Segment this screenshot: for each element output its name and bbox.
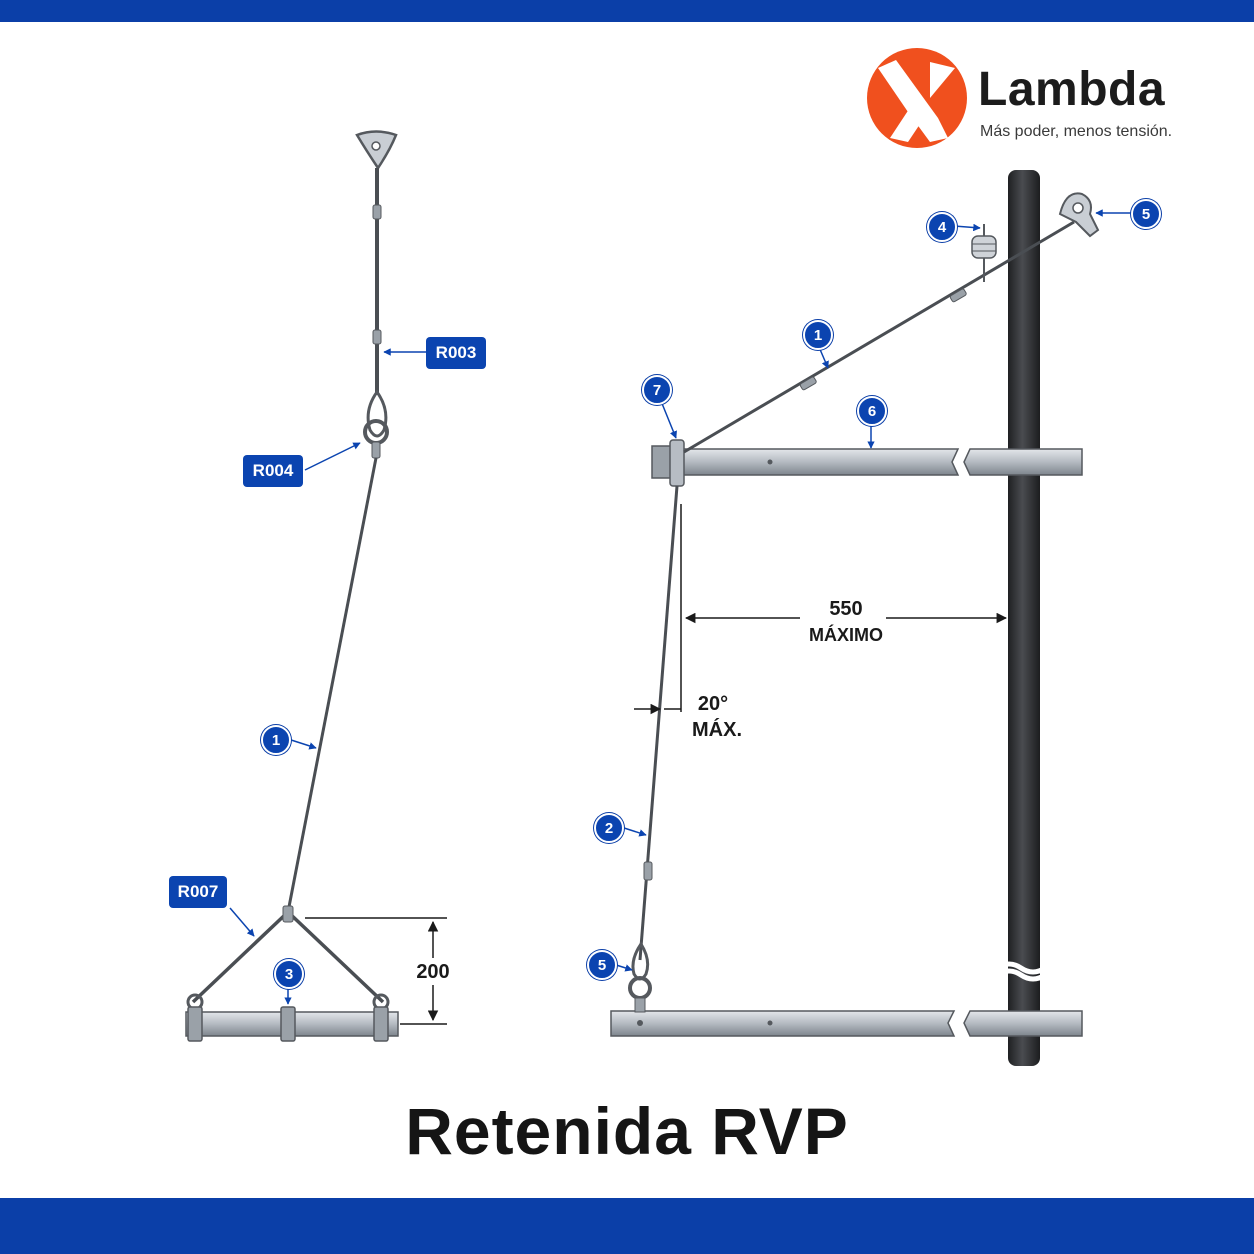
lower-crossarm <box>610 1010 956 1037</box>
top-color-band <box>0 0 1254 22</box>
number-badge-3-left: 3 <box>274 959 304 989</box>
bottom-color-band <box>0 1198 1254 1254</box>
thimble-loop <box>366 389 388 438</box>
brand-block: Lambda Más poder, menos tensión. <box>866 46 1196 156</box>
dimension-200: 200 <box>416 961 450 983</box>
number-badge-4-right: 4 <box>927 212 957 242</box>
number-badge-6-right: 6 <box>857 396 887 426</box>
left-guy-assembly <box>185 130 447 1042</box>
vertical-guy-cable <box>638 485 679 961</box>
number-badge-2-right: 2 <box>594 813 624 843</box>
lower-eye-nut <box>628 976 652 1000</box>
number-badge-5-top: 5 <box>1131 199 1161 229</box>
tag-r007: R007 <box>169 876 227 908</box>
tag-r003: R003 <box>426 337 486 369</box>
number-badge-1-right: 1 <box>803 320 833 350</box>
page-title: Retenida RVP <box>405 1094 849 1168</box>
number-badge-7-right: 7 <box>642 375 672 405</box>
angle-value: 20° <box>697 693 729 715</box>
dimension-550-label: MÁXIMO <box>809 625 883 645</box>
brand-tagline: Más poder, menos tensión. <box>980 123 1173 140</box>
diagonal-guy-cable <box>683 220 1075 454</box>
strain-insulator <box>971 224 997 282</box>
pole-eye-fitting <box>1058 192 1100 238</box>
angle-label: MÁX. <box>692 719 742 741</box>
upper-crossarm <box>654 448 960 476</box>
lambda-logo-icon <box>867 48 967 148</box>
brand-name: Lambda <box>978 63 1166 116</box>
dimension-550-value: 550 <box>829 598 863 620</box>
guy-cable-left <box>286 457 378 913</box>
right-guy-assembly <box>610 170 1132 1066</box>
pole <box>1008 170 1040 1066</box>
number-badge-5-bottom: 5 <box>587 950 617 980</box>
tag-r004: R004 <box>243 455 303 487</box>
number-badge-1-left: 1 <box>261 725 291 755</box>
